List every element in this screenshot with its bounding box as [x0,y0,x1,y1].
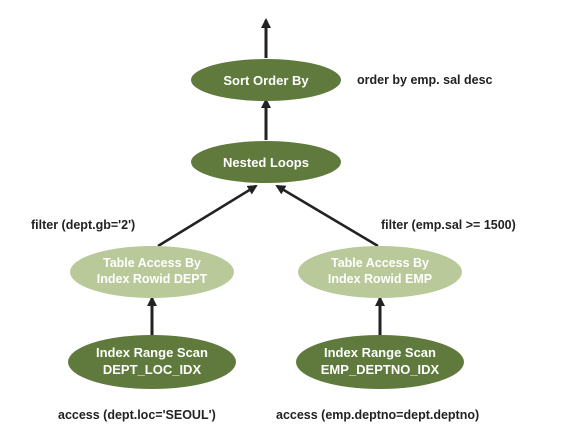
node-index-scan-emp-line1: Index Range Scan [324,345,436,360]
annotation-filter-dept: filter (dept.gb='2') [31,218,135,232]
node-nested-loops-label: Nested Loops [223,155,309,170]
node-sort-order-by-shape [191,59,341,101]
node-table-access-emp-shape [298,246,462,298]
annotation-access-emp: access (emp.deptno=dept.deptno) [276,408,479,422]
node-index-scan-emp-shape [296,335,464,389]
annotation-access-dept: access (dept.loc='SEOUL') [58,408,216,422]
node-table-access-emp: Table Access By Index Rowid EMP [298,246,462,298]
node-index-scan-dept-shape [68,335,236,389]
node-index-scan-emp: Index Range Scan EMP_DEPTNO_IDX [296,335,464,389]
arrows [147,18,385,336]
node-table-access-emp-line2: Index Rowid EMP [328,272,432,286]
node-nested-loops: Nested Loops [191,141,341,183]
annotation-order-by: order by emp. sal desc [357,73,493,87]
node-table-access-emp-line1: Table Access By [331,256,429,270]
annotations: order by emp. sal desc filter (dept.gb='… [31,73,516,422]
node-nested-loops-shape [191,141,341,183]
node-index-scan-dept-line1: Index Range Scan [96,345,208,360]
node-index-scan-emp-line2: EMP_DEPTNO_IDX [321,362,440,377]
annotation-filter-emp: filter (emp.sal >= 1500) [381,218,516,232]
node-sort-order-by: Sort Order By [191,59,341,101]
node-index-scan-dept-line2: DEPT_LOC_IDX [103,362,202,377]
node-table-access-dept-line2: Index Rowid DEPT [97,272,208,286]
node-table-access-dept-line1: Table Access By [103,256,201,270]
node-index-scan-dept: Index Range Scan DEPT_LOC_IDX [68,335,236,389]
node-table-access-dept-shape [70,246,234,298]
node-sort-order-by-label: Sort Order By [223,73,309,88]
arrow-emp-to-nested [275,184,379,248]
arrow-dept-to-nested [157,184,258,248]
node-table-access-dept: Table Access By Index Rowid DEPT [70,246,234,298]
